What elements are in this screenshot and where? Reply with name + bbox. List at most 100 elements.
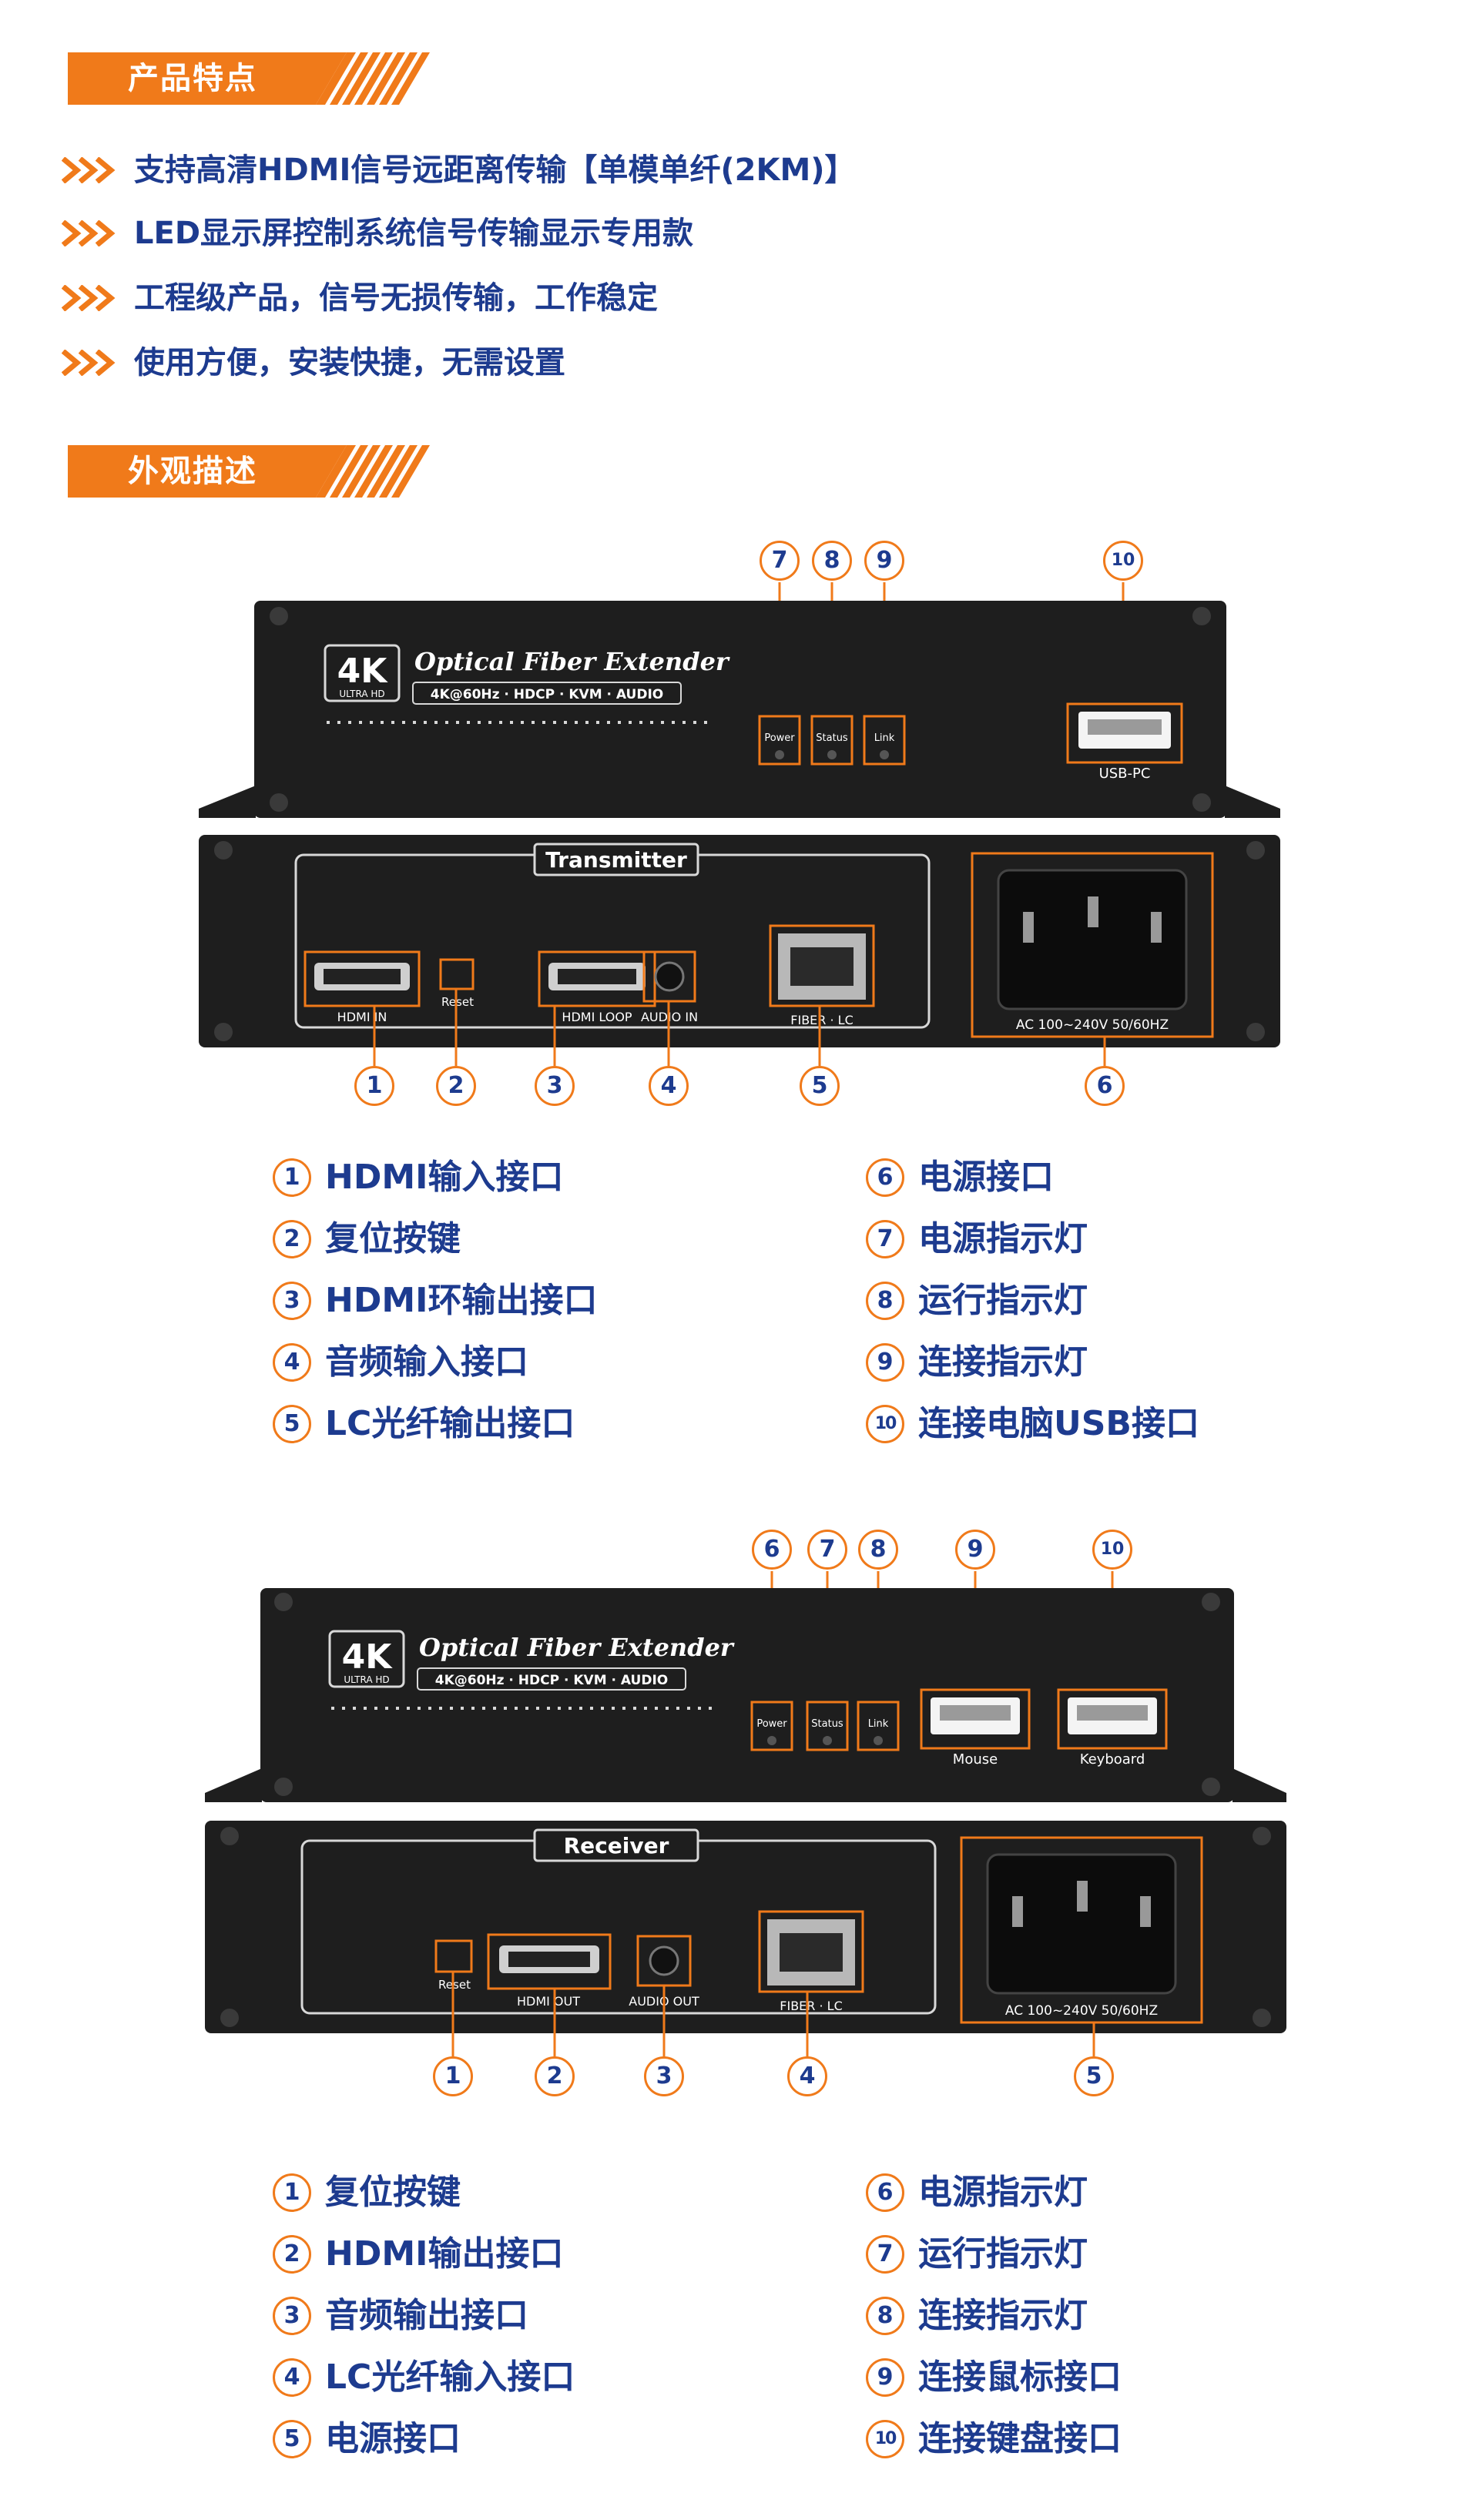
legend-text: 连接鼠标接口: [918, 2357, 1122, 2397]
section-header-banner: [68, 52, 430, 105]
callout-number: 1: [433, 2056, 473, 2096]
legend-number: 7: [866, 1220, 904, 1258]
usb-mouse-label: Mouse: [953, 1751, 998, 1768]
legend-number: 9: [866, 1343, 904, 1382]
device-title: Optical Fiber Extender: [414, 647, 730, 676]
legend-number: 6: [866, 2173, 904, 2212]
callout-number: 9: [955, 1530, 995, 1570]
feature-text: 使用方便，安装快捷，无需设置: [134, 345, 565, 380]
transmitter-back-panel: Transmitter HDMI IN Reset HDMI LOOP AUDI…: [199, 835, 1280, 1047]
callout-number: 1: [354, 1066, 394, 1106]
legend-number: 1: [273, 2173, 311, 2212]
legend-text: HDMI输出接口: [325, 2234, 564, 2274]
callout-number: 6: [752, 1530, 792, 1570]
legend-text: 连接指示灯: [918, 2296, 1088, 2335]
legend-number: 2: [273, 1220, 311, 1258]
receiver-back-panel: Receiver Reset HDMI OUT AUDIO OUT FIBER …: [205, 1821, 1286, 2033]
legend-number: 6: [866, 1158, 904, 1197]
legend-number: 5: [273, 2420, 311, 2458]
callout-number: 7: [760, 541, 800, 581]
led-power-label: Power: [756, 1718, 787, 1730]
legend-number: 5: [273, 1405, 311, 1443]
legend-number: 3: [273, 1282, 311, 1320]
callout-number: 8: [858, 1530, 898, 1570]
fiber-label: FIBER · LC: [790, 1013, 853, 1027]
legend-text: HDMI环输出接口: [325, 1281, 598, 1320]
feature-text: 支持高清HDMI信号远距离传输【单模单纤(2KM)】: [134, 152, 856, 188]
callout-number: 7: [807, 1530, 847, 1570]
legend-text: 复位按键: [325, 2173, 461, 2212]
legend-number: 1: [273, 1158, 311, 1197]
legend-text: 电源接口: [918, 1158, 1054, 1197]
legend-number: 3: [273, 2297, 311, 2335]
legend-text: HDMI输入接口: [325, 1158, 564, 1197]
transmitter-device-diagram: 4K ULTRA HD Optical Fiber Extender 4K@60…: [199, 582, 1280, 1066]
device-subtitle: 4K@60Hz · HDCP · KVM · AUDIO: [431, 687, 664, 702]
legend-number: 10: [866, 1405, 904, 1443]
callout-number: 2: [436, 1066, 476, 1106]
legend-text: 连接指示灯: [918, 1342, 1088, 1382]
double-chevron-icon: [62, 285, 116, 311]
double-chevron-icon: [62, 220, 116, 246]
led-status-label: Status: [816, 732, 848, 744]
legend-text: LC光纤输入接口: [325, 2357, 575, 2397]
legend-text: 复位按键: [325, 1219, 461, 1258]
reset-label: Reset: [441, 995, 474, 1009]
panel-title-transmitter: Transmitter: [545, 847, 687, 873]
section-header-features: 产品特点: [68, 52, 435, 105]
feature-text: 工程级产品，信号无损传输，工作稳定: [134, 280, 658, 316]
double-chevron-icon: [62, 157, 116, 183]
led-link-label: Link: [874, 732, 895, 744]
usb-pc-label: USB-PC: [1099, 766, 1151, 782]
legend-text: 电源指示灯: [918, 2173, 1088, 2212]
fiber-label: FIBER · LC: [780, 1999, 842, 2013]
callout-number: 4: [649, 1066, 689, 1106]
legend-number: 2: [273, 2235, 311, 2274]
device-title: Optical Fiber Extender: [419, 1633, 735, 1662]
logo-4k: 4K: [337, 652, 389, 691]
led-power-label: Power: [764, 732, 795, 744]
legend-number: 10: [866, 2420, 904, 2458]
section-title: 产品特点: [128, 61, 257, 96]
callout-number: 10: [1103, 541, 1143, 581]
legend-text: 运行指示灯: [918, 2234, 1088, 2274]
hdmi-in-label: HDMI IN: [337, 1010, 387, 1024]
legend-number: 4: [273, 2358, 311, 2397]
led-link-label: Link: [868, 1718, 889, 1730]
usb-keyboard-label: Keyboard: [1080, 1751, 1145, 1768]
legend-text: 连接电脑USB接口: [918, 1404, 1199, 1443]
callout-number: 5: [800, 1066, 840, 1106]
legend-number: 7: [866, 2235, 904, 2274]
legend-text: 连接键盘接口: [918, 2419, 1122, 2458]
led-status-label: Status: [811, 1718, 843, 1730]
legend-text: 电源接口: [325, 2419, 461, 2458]
legend-number: 9: [866, 2358, 904, 2397]
logo-ultra-hd: ULTRA HD: [339, 689, 384, 699]
section-header-banner: [68, 445, 430, 498]
callout-number: 4: [787, 2056, 827, 2096]
panel-title-receiver: Receiver: [564, 1833, 669, 1858]
callout-number: 6: [1085, 1066, 1125, 1106]
legend-text: LC光纤输出接口: [325, 1404, 575, 1443]
callout-number: 9: [864, 541, 904, 581]
device-subtitle: 4K@60Hz · HDCP · KVM · AUDIO: [435, 1673, 669, 1688]
ac-label: AC 100~240V 50/60HZ: [1005, 2003, 1158, 2019]
receiver-front-panel: 4K ULTRA HD Optical Fiber Extender 4K@60…: [205, 1588, 1286, 1802]
hdmi-loop-label: HDMI LOOP: [562, 1010, 632, 1024]
legend-text: 音频输出接口: [325, 2296, 528, 2335]
callout-number: 5: [1074, 2056, 1114, 2096]
callout-number: 3: [644, 2056, 684, 2096]
legend-text: 运行指示灯: [918, 1281, 1088, 1320]
logo-4k: 4K: [342, 1637, 394, 1677]
double-chevron-icon: [62, 350, 116, 376]
logo-ultra-hd: ULTRA HD: [344, 1674, 389, 1685]
legend-text: 音频输入接口: [325, 1342, 528, 1382]
callout-number: 10: [1092, 1530, 1132, 1570]
section-title: 外观描述: [128, 454, 257, 489]
hdmi-out-label: HDMI OUT: [517, 1994, 580, 2009]
reset-label: Reset: [438, 1978, 471, 1992]
legend-number: 8: [866, 2297, 904, 2335]
legend-text: 电源指示灯: [918, 1219, 1088, 1258]
legend-number: 4: [273, 1343, 311, 1382]
callout-number: 2: [535, 2056, 575, 2096]
